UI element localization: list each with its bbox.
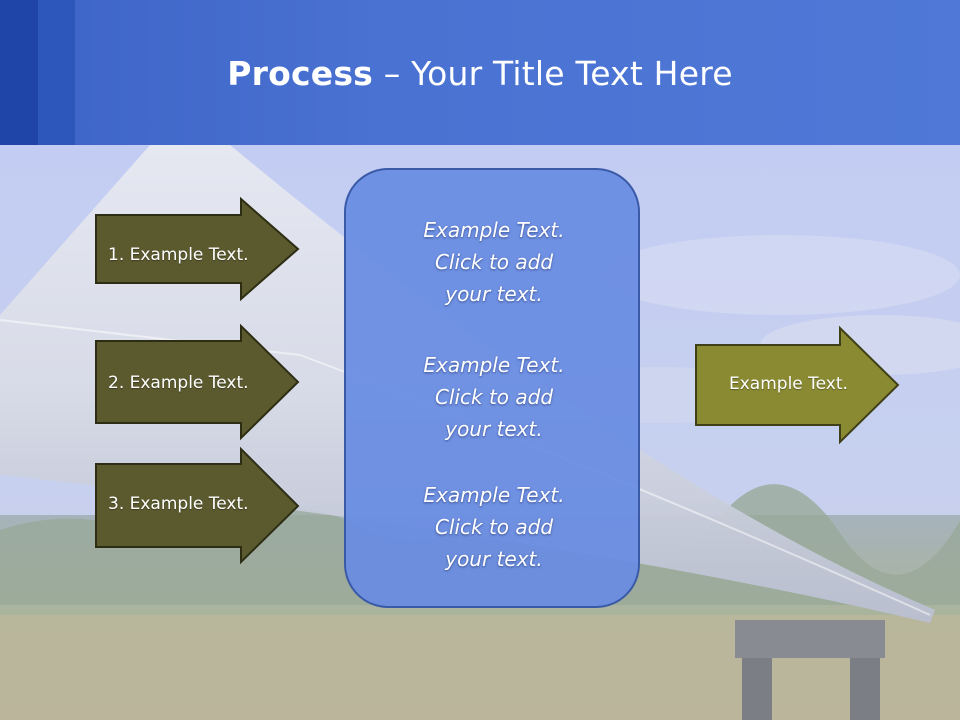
title-bold: Process	[227, 54, 374, 93]
arrow-right-icon	[95, 196, 300, 302]
arrow-label: 2. Example Text.	[108, 373, 249, 393]
center-line: your text.	[445, 417, 543, 441]
arrow-right-icon	[95, 446, 300, 565]
center-line: Example Text.	[423, 218, 565, 242]
header-accent-stripe	[38, 0, 75, 145]
process-step-arrow-3[interactable]: 3. Example Text.	[95, 446, 300, 565]
arrow-right-icon	[695, 325, 900, 445]
center-line: your text.	[445, 547, 543, 571]
center-line: Example Text.	[423, 483, 565, 507]
center-line: Click to add	[434, 515, 554, 539]
center-line: Click to add	[434, 250, 554, 274]
slide-title[interactable]: Process – Your Title Text Here	[0, 52, 960, 96]
center-line: your text.	[445, 282, 543, 306]
header-accent-stripe	[0, 0, 38, 145]
center-line: Click to add	[434, 385, 554, 409]
arrow-label: Example Text.	[729, 374, 848, 394]
arrow-right-icon	[95, 323, 300, 441]
process-step-arrow-2[interactable]: 2. Example Text.	[95, 323, 300, 441]
arrow-label: 1. Example Text.	[108, 245, 249, 265]
arrow-label: 3. Example Text.	[108, 494, 249, 514]
center-text-box[interactable]: Example Text. Click to add your text. Ex…	[344, 168, 640, 608]
center-paragraph-2: Example Text. Click to add your text.	[346, 349, 642, 445]
slide-header: Process – Your Title Text Here	[0, 0, 960, 145]
process-step-arrow-1[interactable]: 1. Example Text.	[95, 196, 300, 302]
center-line: Example Text.	[423, 353, 565, 377]
center-paragraph-3: Example Text. Click to add your text.	[346, 479, 642, 575]
center-paragraph-1: Example Text. Click to add your text.	[346, 214, 642, 310]
title-rest: – Your Title Text Here	[373, 54, 733, 93]
result-arrow[interactable]: Example Text.	[695, 325, 900, 445]
